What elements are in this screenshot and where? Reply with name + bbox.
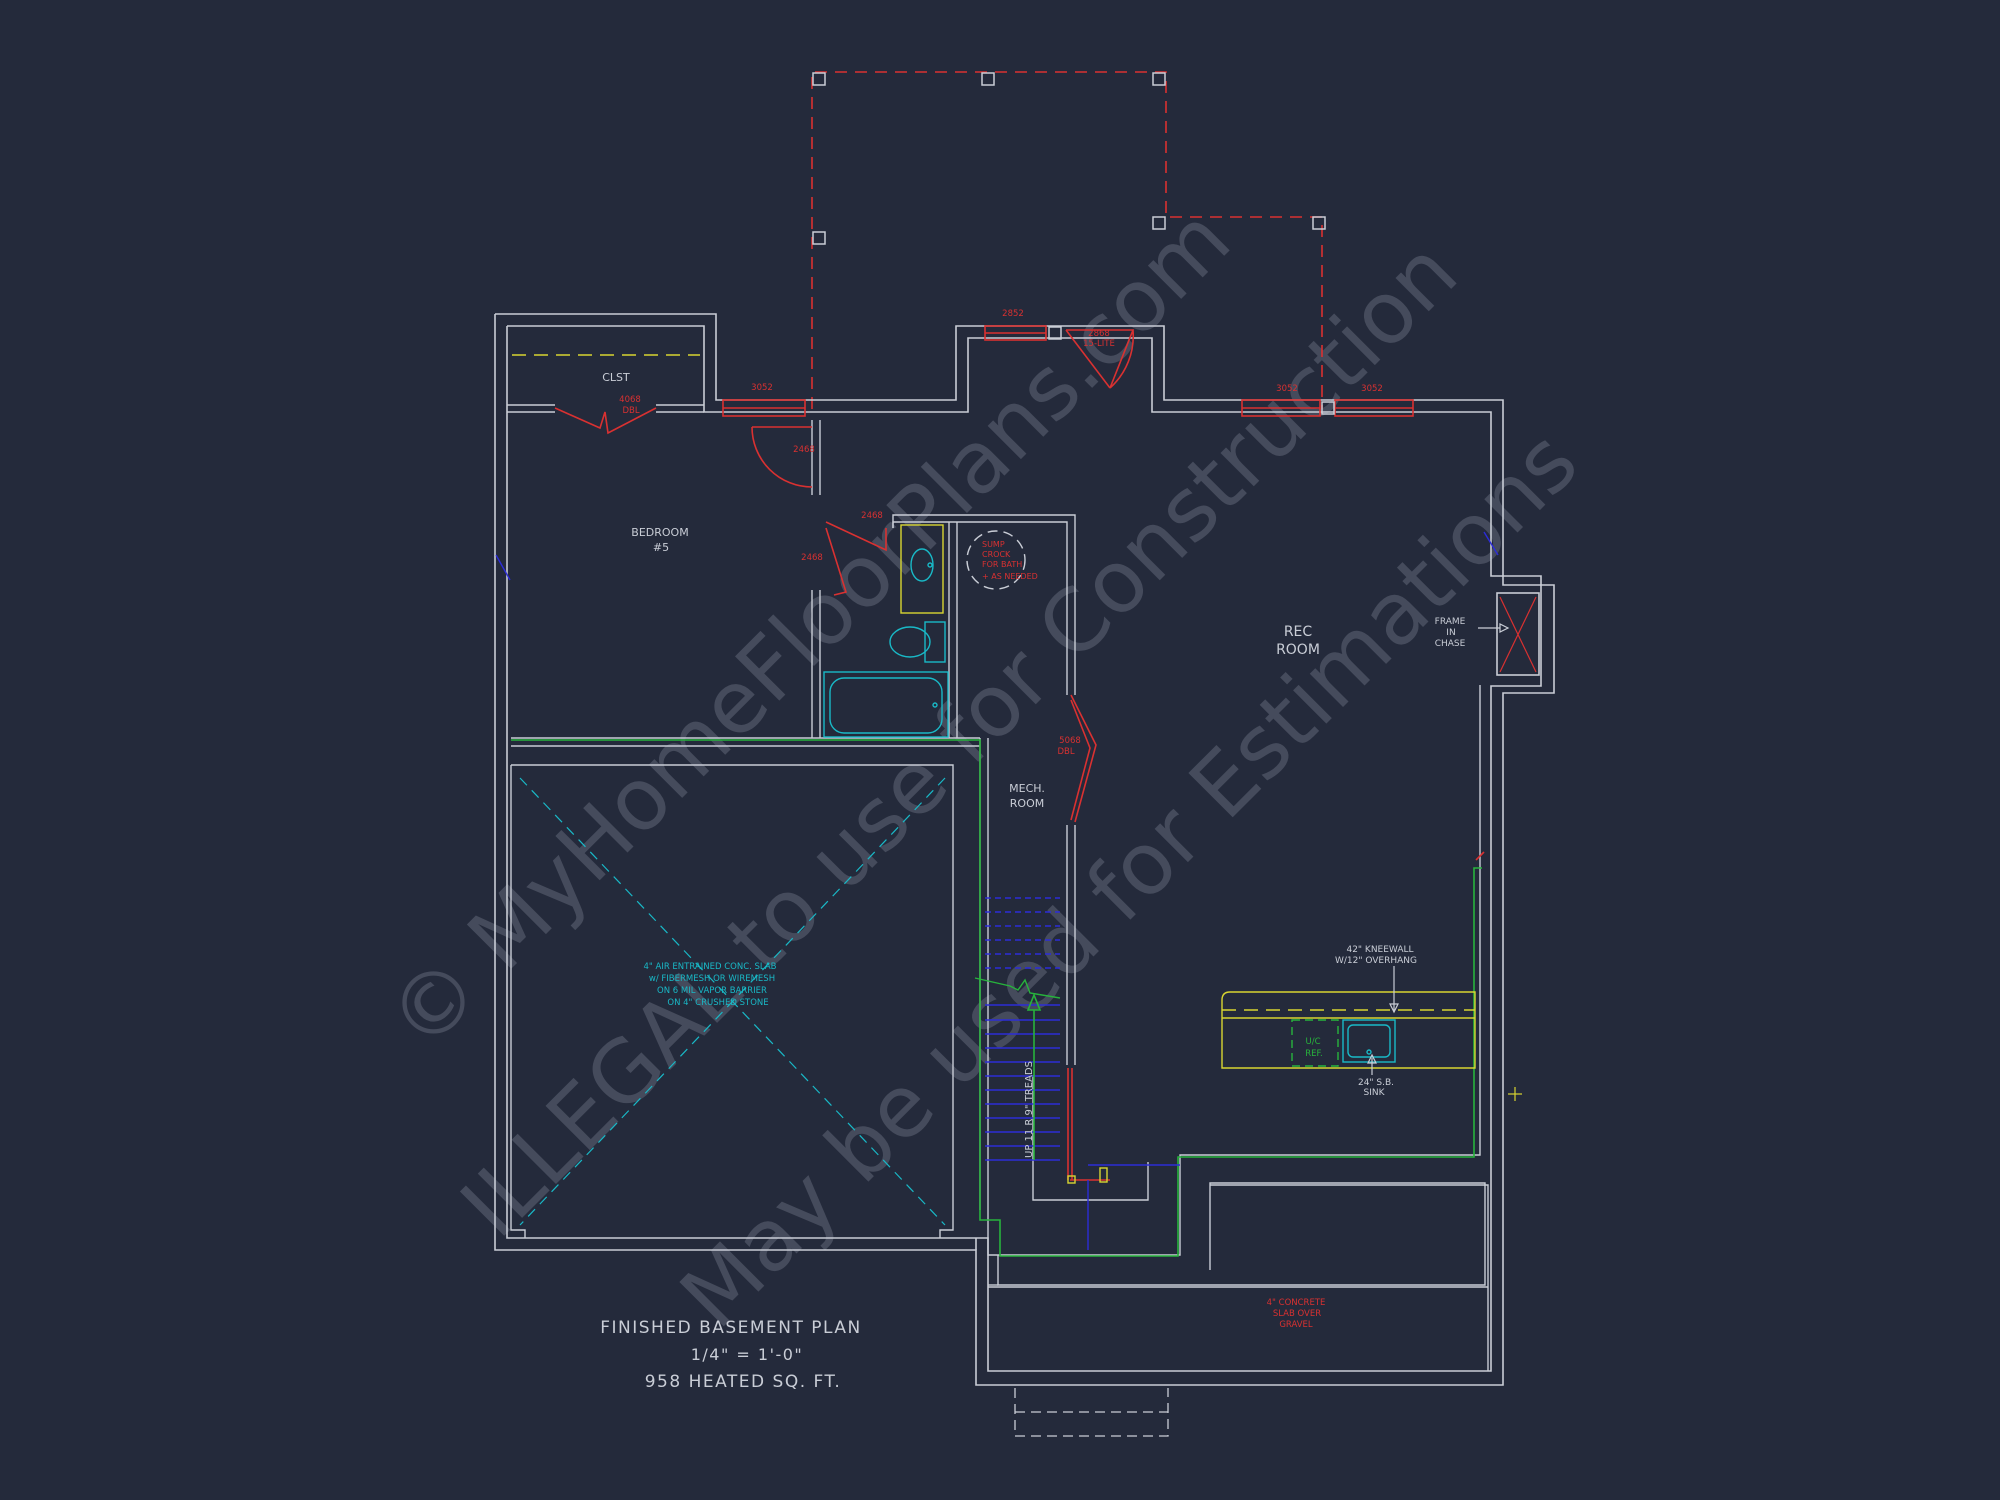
top-door [1066, 329, 1135, 389]
window-rec-left-label: 3052 [1276, 384, 1298, 394]
mech-door-label-2: DBL [1057, 747, 1074, 757]
mech-room-label-1: MECH. [1009, 782, 1045, 795]
window-top-label: 2852 [1002, 309, 1024, 319]
exterior-walls [494, 313, 1555, 1386]
bath-door-b-label: 2468 [801, 553, 823, 563]
bath-door-a-label: 2468 [861, 511, 883, 521]
toilet-bowl [889, 626, 931, 658]
windows [722, 325, 1414, 417]
sump-note-1: SUMP [982, 540, 1005, 549]
stair-posts [1067, 1167, 1108, 1184]
closet-door [554, 407, 657, 435]
stairs [985, 897, 1180, 1250]
sump-note: SUMP CROCK FOR BATH + AS NEEDED [982, 540, 1038, 581]
closet-label: CLST [602, 371, 630, 384]
bedroom-label: BEDROOM [631, 526, 688, 539]
fridge-note: U/C REF. [1305, 1037, 1323, 1059]
bedroom-number: #5 [653, 541, 669, 554]
gravel-note-3: GRAVEL [1279, 1320, 1313, 1330]
covered-porch-outline [811, 71, 1323, 409]
watermark: © MyHomeFloorPlans.com ILLEGAL to use fo… [369, 189, 1597, 1347]
chase-x [1499, 596, 1537, 673]
rec-room-label-2: ROOM [1276, 642, 1320, 658]
under-counter-fridge [1291, 1019, 1339, 1067]
stair-arrow [1026, 992, 1042, 1160]
gravel-slab-note: 4" CONCRETE SLAB OVER GRAVEL [1267, 1298, 1326, 1330]
sump-note-2: CROCK [982, 550, 1011, 559]
bath-door-a [825, 521, 887, 552]
door-top-label-2: 15-LITE [1083, 339, 1115, 349]
kneewall-note-1: 42" KNEEWALL [1346, 945, 1413, 955]
mech-door-label-1: 5068 [1059, 736, 1081, 746]
slab-note: 4" AIR ENTRAINED CONC. SLAB w/ FIBERMESH… [643, 962, 776, 1008]
bar-sink [1342, 1019, 1396, 1063]
unfinished-slab-x [519, 777, 946, 1226]
window-rec-right-label: 3052 [1361, 384, 1383, 394]
plan-scale: 1/4" = 1'-0" [691, 1345, 804, 1364]
stair-break-line [974, 977, 1061, 999]
vanity [900, 524, 944, 614]
slab-note-2: w/ FIBERMESH OR WIREMESH [649, 974, 775, 984]
fridge-note-2: REF. [1305, 1049, 1323, 1059]
rec-room-label-1: REC [1284, 624, 1313, 640]
lavatory-sink [910, 548, 934, 582]
notes: FRAME IN CHASE 42" KNEEWALL W/12" OVERHA… [1335, 617, 1466, 1098]
fridge-note-1: U/C [1305, 1037, 1320, 1047]
door-top-label-1: 2868 [1088, 329, 1110, 339]
closet-door-label-1: 4068 [619, 395, 641, 405]
sink-note-1: 24" S.B. [1358, 1078, 1394, 1088]
slab-note-3: ON 6 MIL VAPOR BARRIER [657, 986, 767, 996]
sump-note-3: FOR BATH [982, 560, 1022, 569]
mech-door [1070, 694, 1097, 823]
window-mullions [1048, 326, 1335, 415]
frame-chase-note-1: FRAME [1435, 617, 1466, 627]
plan-title: FINISHED BASEMENT PLAN [600, 1318, 862, 1338]
sump-note-4: + AS NEEDED [982, 572, 1038, 581]
slab-note-4: ON 4" CRUSHED STONE [667, 998, 768, 1008]
bar-counter [1221, 991, 1476, 1069]
closet-door-label-2: DBL [622, 406, 639, 416]
frame-chase-note-3: CHASE [1435, 639, 1466, 649]
rear-step-outline [1014, 1388, 1169, 1437]
stair-note: UP 11 R 9" TREADS [1024, 1061, 1035, 1158]
crosshair-mark [1508, 1087, 1522, 1101]
gravel-note-2: SLAB OVER [1273, 1309, 1321, 1319]
bedroom-door-label: 2468 [793, 445, 815, 455]
leader-lines [1367, 623, 1510, 1075]
bath-fixtures [823, 524, 949, 738]
toilet-tank [924, 621, 946, 663]
room-labels: CLST BEDROOM #5 REC ROOM MECH. ROOM [602, 371, 1320, 810]
slab-note-1: 4" AIR ENTRAINED CONC. SLAB [643, 962, 776, 972]
porch-posts [812, 72, 1326, 245]
mech-room-label-2: ROOM [1010, 797, 1044, 810]
opening-labels: 3052 2852 2868 15-LITE 3052 3052 4068 DB… [619, 309, 1383, 757]
bath-door-b [825, 527, 848, 596]
doors [554, 329, 1485, 1181]
misc-marks [495, 531, 1499, 581]
bathtub [823, 671, 949, 738]
plan-area: 958 HEATED SQ. FT. [645, 1372, 842, 1392]
frame-chase-note-2: IN [1446, 628, 1455, 638]
gravel-note-1: 4" CONCRETE [1267, 1298, 1326, 1308]
sink-note-2: SINK [1363, 1088, 1385, 1098]
window-bedroom-label: 3052 [751, 383, 773, 393]
finish-boundary [511, 739, 1482, 1257]
sump-crock [966, 530, 1026, 590]
title-block: FINISHED BASEMENT PLAN 1/4" = 1'-0" 958 … [600, 1318, 862, 1392]
bedroom-door [751, 426, 813, 488]
kneewall-note-2: W/12" OVERHANG [1335, 956, 1417, 966]
